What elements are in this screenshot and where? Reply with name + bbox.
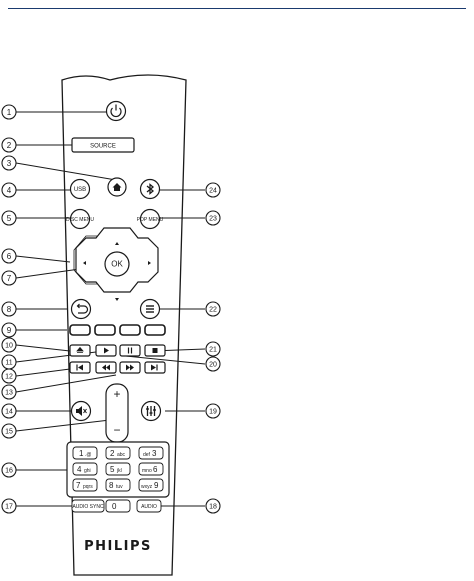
key-8-letters: tuv (116, 484, 123, 490)
svg-text:15: 15 (5, 429, 13, 436)
key-3-letters: def (143, 452, 151, 458)
arrow-left-icon[interactable] (83, 261, 86, 265)
key-1-letters: .@ (85, 452, 91, 458)
source-button[interactable] (71, 137, 135, 153)
bluetooth-icon (146, 183, 155, 195)
pause-icon (127, 347, 133, 354)
fast-forward-icon (126, 364, 134, 371)
svg-text:13: 13 (5, 390, 13, 397)
key-8-digit: 8 (109, 481, 114, 490)
play-icon (104, 347, 109, 354)
options-icon (146, 305, 154, 313)
svg-text:12: 12 (5, 374, 13, 381)
svg-text:1: 1 (7, 108, 12, 117)
ok-button[interactable] (104, 251, 130, 277)
previous-icon (76, 364, 83, 371)
svg-text:14: 14 (5, 409, 13, 416)
header-rule (8, 8, 466, 9)
power-icon (110, 104, 122, 118)
key-4-digit: 4 (77, 465, 82, 474)
volume-minus[interactable]: − (113, 423, 120, 437)
pop-menu-label: POP MENU (137, 217, 164, 223)
power-button[interactable] (105, 100, 127, 122)
keypad-keys[interactable] (72, 446, 164, 492)
brand-logo: PHILIPS (84, 539, 152, 554)
callout-numbers: 1 2 3 4 5 6 7 8 9 10 11 12 13 14 15 16 1… (5, 108, 217, 511)
back-icon (76, 303, 89, 314)
pause-button[interactable] (119, 344, 141, 357)
usb-label: USB (74, 187, 86, 193)
key-7-digit: 7 (76, 481, 81, 490)
arrow-down-icon[interactable] (115, 298, 119, 301)
audio-sync-label: AUDIO SYNC (72, 504, 104, 510)
callout-circles (1, 104, 221, 514)
rewind-icon (102, 364, 110, 371)
svg-text:3: 3 (7, 159, 12, 168)
svg-text:9: 9 (7, 326, 12, 335)
svg-text:11: 11 (5, 360, 12, 367)
key-0-digit: 0 (112, 502, 117, 511)
key-9-digit: 9 (154, 481, 159, 490)
key-9-letters: wxyz (141, 484, 153, 490)
disc-menu-label: DISC MENU (66, 217, 94, 223)
sound-settings-icon (146, 406, 156, 416)
svg-text:5: 5 (7, 214, 12, 223)
source-label: SOURCE (90, 144, 116, 150)
svg-text:21: 21 (209, 347, 217, 354)
home-icon (112, 183, 122, 191)
mute-icon (76, 406, 87, 416)
key-4-letters: ghi (84, 468, 91, 474)
color-button-4[interactable] (144, 324, 166, 336)
zero-button[interactable] (105, 499, 131, 513)
key-3-digit: 3 (152, 449, 157, 458)
svg-text:10: 10 (5, 343, 13, 350)
arrow-up-icon[interactable] (115, 242, 119, 245)
svg-text:23: 23 (209, 216, 217, 223)
color-button-1[interactable] (69, 324, 91, 336)
svg-text:8: 8 (7, 305, 12, 314)
pop-menu-button[interactable] (139, 208, 161, 230)
svg-text:7: 7 (7, 274, 12, 283)
svg-text:4: 4 (7, 186, 12, 195)
key-6-letters: mno (142, 468, 152, 474)
color-button-2[interactable] (94, 324, 116, 336)
svg-text:22: 22 (209, 307, 217, 314)
disc-menu-button[interactable] (69, 208, 91, 230)
key-2-letters: abc (117, 452, 126, 458)
svg-text:6: 6 (7, 252, 12, 261)
svg-text:16: 16 (5, 468, 13, 475)
key-1-digit: 1 (79, 449, 84, 458)
key-2-digit: 2 (110, 449, 115, 458)
key-7-letters: pqrs (83, 484, 93, 490)
color-button-3[interactable] (119, 324, 141, 336)
audio-label: AUDIO (141, 504, 157, 510)
key-6-digit: 6 (153, 465, 158, 474)
audio-sync-button[interactable] (71, 499, 105, 513)
next-icon (151, 364, 158, 371)
svg-text:17: 17 (5, 504, 13, 511)
volume-plus[interactable]: + (113, 387, 120, 401)
svg-text:24: 24 (209, 188, 217, 195)
ok-label: OK (111, 260, 123, 269)
back-button[interactable] (70, 298, 92, 320)
svg-text:2: 2 (7, 141, 12, 150)
keypad-labels: 1 .@ 2 abc def 3 4 ghi 5 jkl mno 6 7 pqr… (72, 449, 159, 511)
svg-text:20: 20 (209, 362, 217, 369)
svg-text:19: 19 (209, 409, 217, 416)
key-5-digit: 5 (110, 465, 115, 474)
eject-icon (76, 346, 84, 353)
stop-icon (152, 348, 158, 353)
key-5-letters: jkl (116, 468, 122, 474)
audio-button[interactable] (136, 499, 162, 513)
svg-text:18: 18 (209, 504, 217, 511)
arrow-right-icon[interactable] (148, 261, 151, 265)
usb-button[interactable] (69, 178, 91, 200)
